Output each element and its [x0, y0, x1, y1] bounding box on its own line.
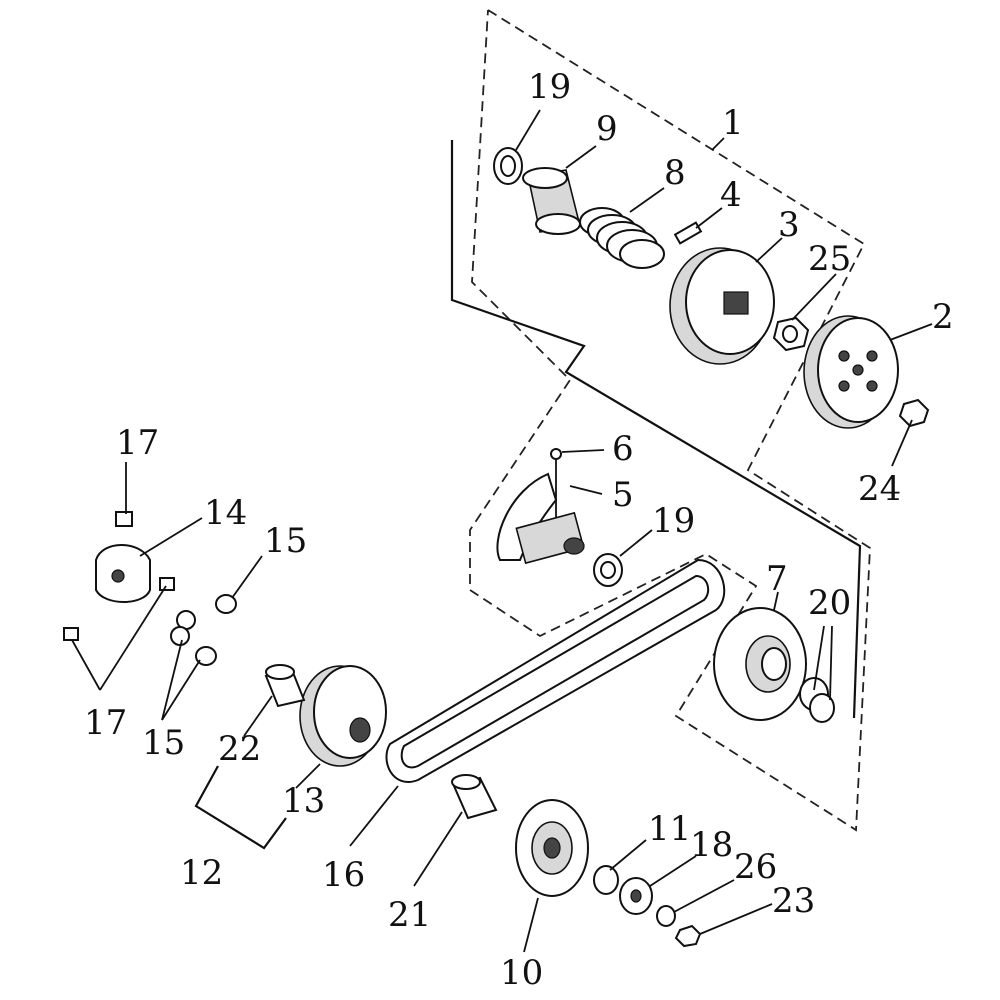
- pulley-part: [713, 607, 807, 721]
- driven-face-part: [496, 472, 585, 565]
- guide-pin-part: [550, 448, 562, 520]
- slider-part: [63, 511, 175, 641]
- callout-6: 6: [612, 429, 634, 469]
- callout-17-top: 17: [116, 423, 159, 463]
- washer-part: [656, 905, 676, 927]
- pin-part: [673, 221, 703, 245]
- bracket-12: [194, 765, 287, 850]
- nut-part: [772, 316, 810, 352]
- callout-9: 9: [596, 109, 618, 149]
- callout-19-middle: 19: [652, 501, 695, 541]
- clutch-group-outline: [469, 9, 871, 832]
- sleeve-part: [522, 167, 581, 235]
- ramp-plate-part: [95, 544, 151, 603]
- callout-20: 20: [808, 583, 851, 623]
- spring-part: [579, 207, 665, 269]
- callouts: 19 9 1 8 4 3 25 2 24 6 5 19 7 20 17 14 1…: [84, 67, 954, 993]
- callout-10: 10: [500, 953, 543, 993]
- callout-7: 7: [766, 559, 788, 599]
- bushing-part: [264, 664, 306, 708]
- callout-19-top: 19: [528, 67, 571, 107]
- callout-23: 23: [772, 881, 815, 921]
- callout-24: 24: [858, 469, 901, 509]
- leader-lines: [71, 109, 933, 953]
- clutch-bell-part: [803, 315, 899, 429]
- callout-21: 21: [388, 895, 431, 935]
- belt-path-outline: [450, 140, 862, 719]
- fan-part: [515, 799, 589, 897]
- callout-18: 18: [690, 825, 733, 865]
- nut-part: [898, 398, 930, 428]
- parts: [63, 147, 930, 948]
- callout-17-bottom: 17: [84, 703, 127, 743]
- callout-13: 13: [282, 781, 325, 821]
- bushing-part: [799, 677, 835, 723]
- callout-16: 16: [322, 855, 365, 895]
- callout-2: 2: [932, 297, 954, 337]
- nut-part: [674, 924, 702, 948]
- plate-part: [619, 877, 653, 915]
- callout-12: 12: [180, 853, 223, 893]
- movable-face-part: [299, 665, 387, 767]
- callout-3: 3: [778, 205, 800, 245]
- callout-8: 8: [664, 153, 686, 193]
- callout-4: 4: [720, 175, 742, 215]
- callout-5: 5: [612, 475, 634, 515]
- washer-part: [493, 147, 523, 185]
- callout-15-bottom: 15: [142, 723, 185, 763]
- callout-15-top: 15: [264, 521, 307, 561]
- roller-part: [170, 594, 237, 666]
- callout-22: 22: [218, 729, 261, 769]
- callout-14: 14: [204, 493, 247, 533]
- callout-11: 11: [648, 809, 691, 849]
- clutch-assembly-part: [669, 247, 775, 365]
- bushing-part: [451, 774, 498, 820]
- gear-part: [593, 865, 619, 895]
- group-outlines: [450, 9, 871, 832]
- callout-1: 1: [722, 103, 744, 143]
- drive-belt-part: [385, 558, 726, 783]
- callout-26: 26: [734, 847, 777, 887]
- callout-25: 25: [808, 239, 851, 279]
- washer-part: [593, 553, 623, 587]
